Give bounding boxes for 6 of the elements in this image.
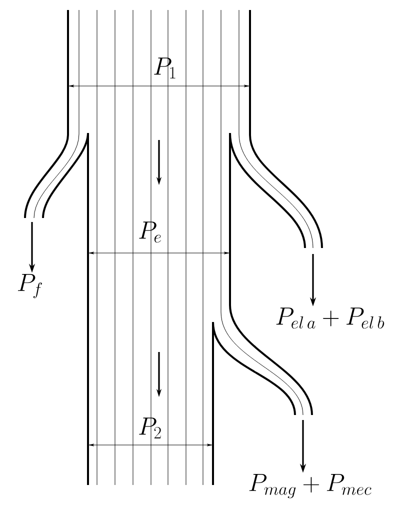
dimension-label: $P_2$ [139, 418, 161, 438]
loss-label: $P_{el\,a}+P_{el\,b}$ [276, 308, 384, 329]
dimension-label: $P_e$ [139, 222, 161, 243]
loss-label: $P_{mag}+P_{mec}$ [249, 474, 372, 498]
loss-label: $P_f$ [18, 274, 42, 298]
dimension-label: $P_1$ [154, 58, 176, 78]
